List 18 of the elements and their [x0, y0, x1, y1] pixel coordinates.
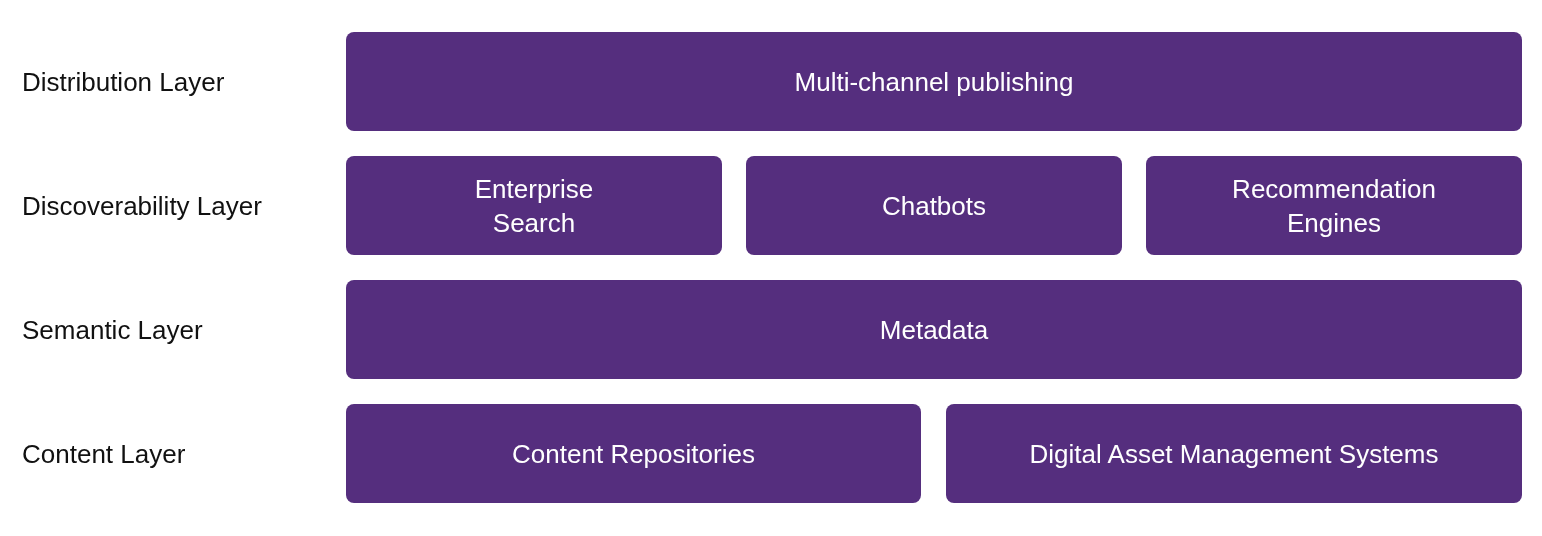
box-label: Chatbots [881, 189, 987, 223]
layer-box [346, 280, 1522, 379]
box-label: Enterprise Search [473, 172, 595, 240]
box-label: Multi-channel publishing [794, 65, 1074, 99]
layer-box [346, 32, 1522, 131]
box-label: Recommendation Engines [1231, 172, 1437, 240]
box-label: Content Repositories [512, 437, 755, 471]
layer-box [746, 156, 1122, 255]
layer-box [1146, 156, 1522, 255]
layer-box [346, 156, 722, 255]
layer-name: Semantic Layer [22, 314, 203, 346]
box-label: Digital Asset Management Systems [1029, 437, 1439, 471]
box-label: Metadata [879, 313, 989, 347]
layer-box [346, 404, 921, 503]
layer-name: Content Layer [22, 438, 186, 470]
layer-name: Discoverability Layer [22, 190, 262, 222]
layer-box [946, 404, 1522, 503]
layer-name: Distribution Layer [22, 66, 225, 98]
